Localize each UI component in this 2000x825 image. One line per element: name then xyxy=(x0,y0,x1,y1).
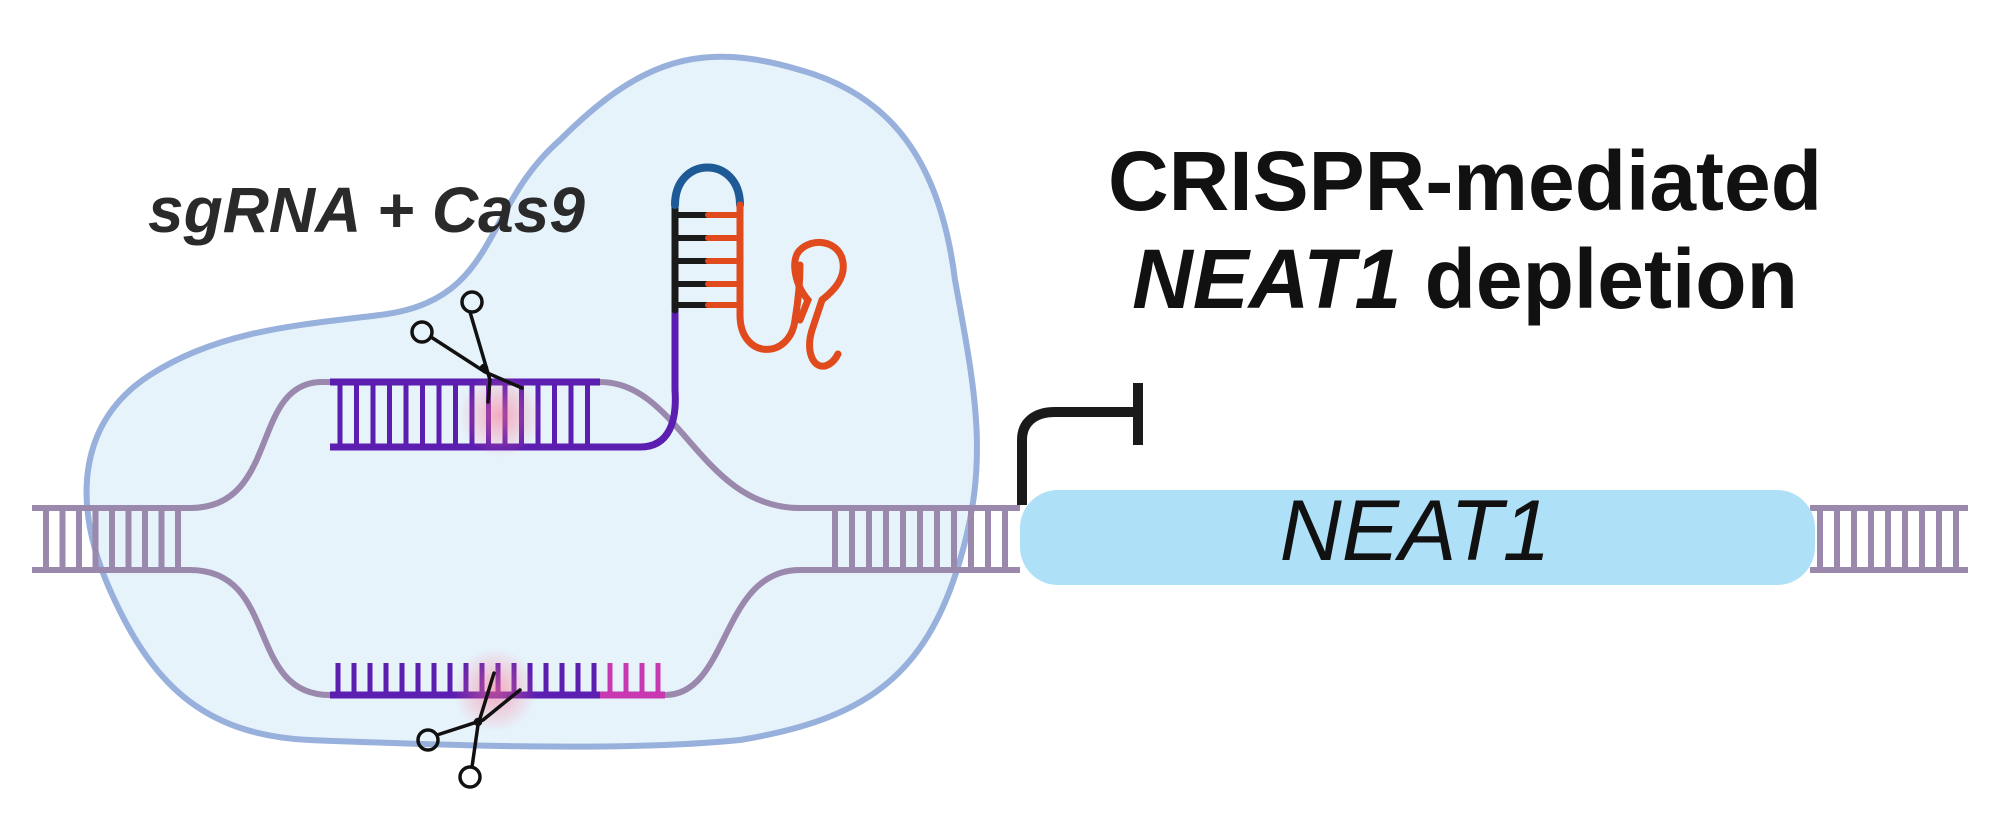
title-rest: depletion xyxy=(1401,232,1798,326)
sgrna-scaffold xyxy=(671,163,847,370)
complex-label: sgRNA + Cas9 xyxy=(148,174,585,246)
dna-top-strand xyxy=(189,379,835,511)
title-line-2: NEAT1 depletion xyxy=(1132,232,1798,326)
gene-box xyxy=(1020,490,1815,585)
dna-left xyxy=(32,505,190,573)
dna-right xyxy=(1810,505,1968,573)
gene-label: NEAT1 xyxy=(1280,483,1551,579)
cut-site-top xyxy=(458,373,542,457)
scissors-icon xyxy=(416,671,522,789)
title-line-1: CRISPR-mediated xyxy=(1108,134,1822,228)
promoter-arrow-icon xyxy=(1017,383,1143,505)
scissors-icon xyxy=(410,290,524,404)
title-gene-name: NEAT1 xyxy=(1132,232,1401,326)
cut-site-bottom xyxy=(453,648,537,732)
dna-middle xyxy=(800,505,1020,573)
